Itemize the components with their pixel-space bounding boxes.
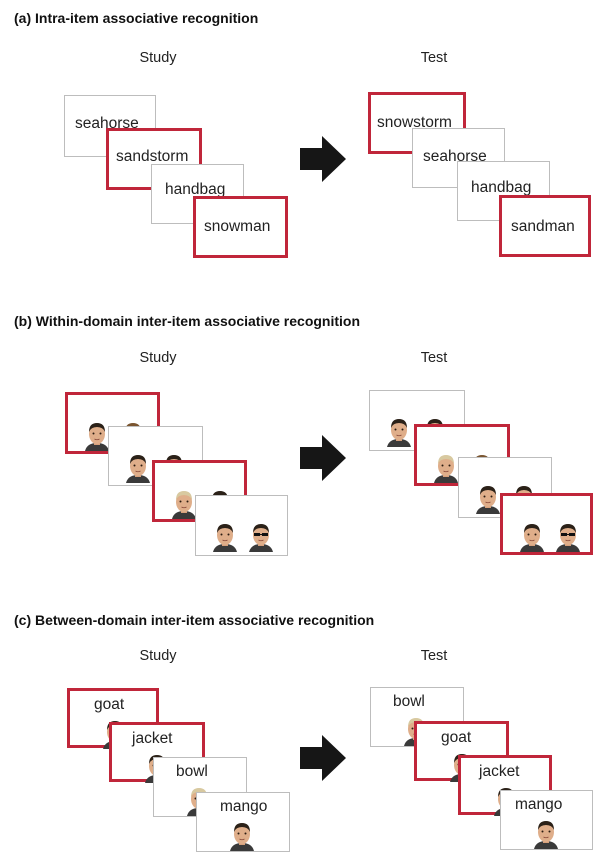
study-word-face-card: mango	[196, 792, 290, 852]
face-photo	[227, 819, 257, 851]
test-word: mango	[515, 796, 563, 813]
test-word-card: sandman	[499, 195, 591, 257]
study-word-card: snowman	[193, 196, 288, 258]
face-photo	[384, 415, 414, 447]
face-photo	[82, 419, 112, 451]
panel-b-title: (b) Within-domain inter-item associative…	[14, 313, 361, 329]
face-photo	[246, 520, 276, 552]
study-word: snowman	[204, 218, 271, 235]
face-photo	[431, 451, 461, 483]
study-word: handbag	[165, 181, 226, 198]
right-arrow-icon	[300, 435, 346, 481]
panel-c-study-label: Study	[139, 648, 177, 664]
test-word: sandman	[511, 218, 575, 235]
face-photo	[553, 520, 583, 552]
panel-b-test-label: Test	[420, 350, 448, 366]
test-word: handbag	[471, 179, 532, 196]
test-word: jacket	[479, 763, 520, 780]
study-word: goat	[94, 696, 125, 713]
panel-a-test-label: Test	[420, 50, 448, 66]
test-word: goat	[441, 729, 472, 746]
test-word: snowstorm	[377, 114, 452, 131]
panel-a-study-label: Study	[139, 50, 177, 66]
test-word-face-card: mango	[500, 790, 593, 850]
panel-c-title: (c) Between-domain inter-item associativ…	[14, 612, 375, 628]
study-face-pair-card	[195, 495, 288, 556]
face-photo	[473, 482, 503, 514]
face-photo	[169, 487, 199, 519]
face-photo	[210, 520, 240, 552]
face-photo	[123, 451, 153, 483]
panel-c-test-label: Test	[420, 648, 448, 664]
right-arrow-icon	[300, 136, 346, 182]
panel-a-title: (a) Intra-item associative recognition	[14, 10, 259, 26]
test-face-pair-card	[500, 493, 593, 555]
study-word: sandstorm	[116, 148, 189, 165]
panel-b-study-label: Study	[139, 350, 177, 366]
right-arrow-icon	[300, 735, 346, 781]
study-word: jacket	[132, 730, 173, 747]
face-photo	[517, 520, 547, 552]
study-word: mango	[220, 798, 268, 815]
face-photo	[531, 817, 561, 849]
test-word: bowl	[393, 693, 425, 710]
study-word: bowl	[176, 763, 208, 780]
test-word: seahorse	[423, 148, 487, 165]
study-word: seahorse	[75, 115, 139, 132]
